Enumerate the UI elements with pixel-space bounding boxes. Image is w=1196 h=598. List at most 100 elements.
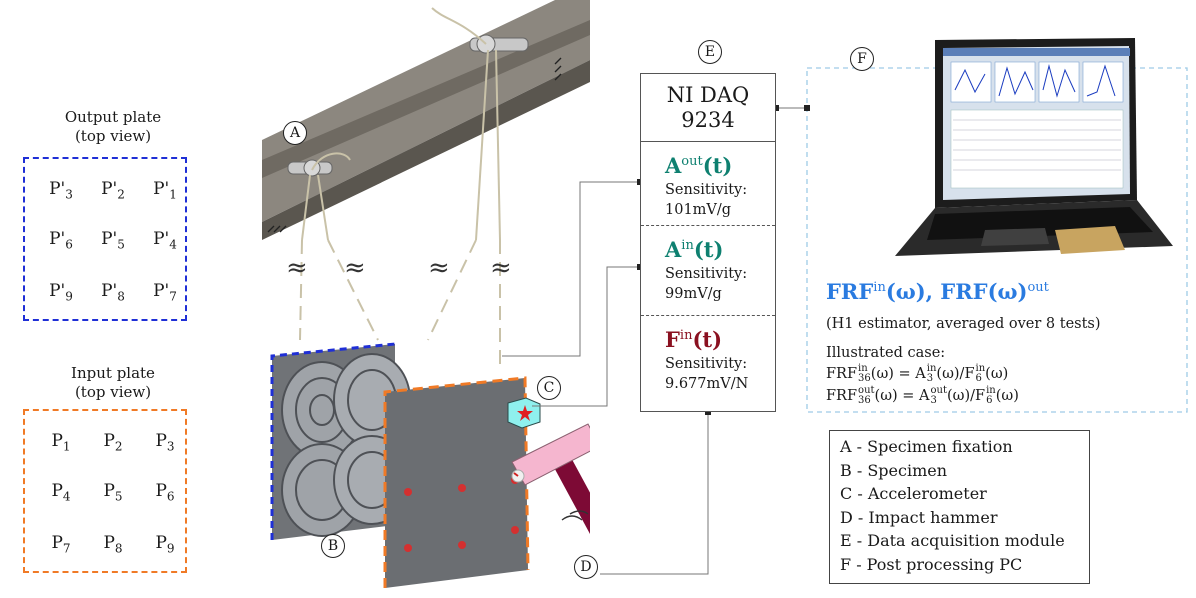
port-pc-box (804, 105, 810, 111)
daq-title-line1: NI DAQ (666, 83, 750, 107)
input-plate-point: P8 (93, 533, 133, 555)
output-plate-title: Output plate (top view) (28, 108, 198, 146)
eq-lhs-base: FRF (826, 366, 858, 382)
input-plate-point: P9 (145, 533, 185, 555)
input-plate-point: P7 (41, 533, 81, 555)
eq-den-sub: 6 (986, 395, 993, 406)
eq-num-sub: 3 (930, 395, 937, 406)
eq-num-sub: 3 (926, 373, 934, 384)
input-plate-title-line1: Input plate (71, 364, 155, 382)
eq-slash: (ω)/ (947, 388, 976, 404)
rail-hatch (267, 57, 562, 233)
legend-item: F - Post processing PC (840, 554, 1023, 574)
port-pc-daq (773, 105, 779, 111)
rail-groove (262, 20, 590, 178)
sensitivity-value: 9.677mV/N (665, 376, 749, 392)
output-plate-point-base: P' (49, 179, 66, 199)
eq-den-base: F (975, 388, 986, 404)
output-plate-point-base: P' (101, 179, 118, 199)
output-plate-point: P'6 (41, 229, 81, 251)
frf-title: FRFin(ω), FRF(ω)out (826, 279, 1049, 304)
output-plate-point-base: P' (101, 229, 118, 249)
eq-lhs-sub: 36 (858, 395, 871, 406)
sensitivity-label: Sensitivity: (665, 356, 748, 372)
output-plate-point-base: P' (49, 229, 66, 249)
legend-item: B - Specimen (840, 460, 948, 480)
eq-slash: (ω)/ (936, 366, 965, 382)
input-plate-point-base: P (51, 431, 63, 451)
approx-3: ≈ (428, 253, 450, 283)
sensitivity-label: Sensitivity: (665, 182, 748, 198)
daq-channel-signal: Aout(t) (665, 150, 775, 178)
input-plate-point-base: P (155, 481, 167, 501)
output-plate-point-index: 1 (169, 187, 177, 202)
output-plate-point-base: P' (101, 281, 118, 301)
label-b: B (321, 534, 345, 558)
eq-num-sup: out (930, 385, 948, 396)
laptop-illustration (895, 38, 1173, 256)
signal-argument: (t) (702, 153, 733, 178)
output-plate-point: P'1 (145, 179, 185, 201)
label-a: A (283, 121, 307, 145)
output-plate-point: P'4 (145, 229, 185, 251)
input-plate-point: P3 (145, 431, 185, 453)
legend-item: E - Data acquisition module (840, 531, 1065, 550)
output-plate-edge (270, 342, 396, 540)
input-plate-point-index: 8 (114, 541, 123, 556)
legend-item: D - Impact hammer (840, 507, 998, 527)
sensitivity-value: 101mV/g (665, 202, 732, 218)
input-plate-point-index: 7 (62, 541, 71, 556)
eq-den-sup: in (986, 385, 996, 396)
input-plate-point: P4 (41, 481, 81, 503)
eq-tail: (ω) (995, 388, 1019, 404)
output-plate-point-index: 7 (169, 289, 177, 304)
output-plate-title-line2: (top view) (74, 127, 152, 145)
signal-argument: (t) (692, 327, 723, 352)
input-plate-point-base: P (51, 481, 63, 501)
input-plate-point: P1 (41, 431, 81, 453)
signal-symbol: F (665, 327, 680, 352)
eq-lhs-base: FRF (826, 388, 858, 404)
eq-lhs-sup: out (858, 385, 875, 396)
input-plate-point-base: P (51, 533, 63, 553)
output-plate-point: P'5 (93, 229, 133, 251)
daq-module: NI DAQ 9234 Aout(t) Sensitivity: 101mV/g Ai… (640, 73, 776, 412)
output-plate-point-base: P' (153, 229, 170, 249)
eq-equals: (ω) = (870, 366, 916, 382)
frf-illustrated-label: Illustrated case: (826, 345, 946, 361)
wire-fin (600, 412, 709, 575)
legend-item: A - Specimen fixation (840, 437, 1013, 456)
eq-lhs-sub: 36 (858, 373, 871, 384)
output-plate-point-index: 9 (65, 289, 73, 304)
signal-superscript: in (679, 328, 693, 343)
output-plate-point-index: 2 (117, 187, 125, 202)
approx-4: ≈ (490, 253, 512, 283)
frf-title-sup1: in (873, 280, 886, 295)
port-fin (705, 409, 711, 415)
frf-title-part2: (ω), FRF(ω) (885, 279, 1028, 304)
daq-channel-signal: Fin(t) (665, 324, 775, 352)
setup-illustration: ≈ ≈ ≈ ≈ (262, 0, 590, 588)
input-plate-point-index: 4 (62, 489, 71, 504)
signal-symbol: A (665, 153, 682, 178)
output-plate-point-index: 6 (65, 237, 73, 252)
input-plate-title: Input plate (top view) (28, 364, 198, 402)
input-plate-title-line2: (top view) (74, 383, 152, 401)
output-plate-point: P'8 (93, 281, 133, 303)
frf-title-sup2: out (1027, 280, 1049, 295)
signal-argument: (t) (693, 237, 724, 262)
output-plate-point-index: 4 (169, 237, 177, 252)
daq-title: NI DAQ 9234 (641, 74, 775, 142)
laptop-palm-pad (1055, 226, 1125, 254)
